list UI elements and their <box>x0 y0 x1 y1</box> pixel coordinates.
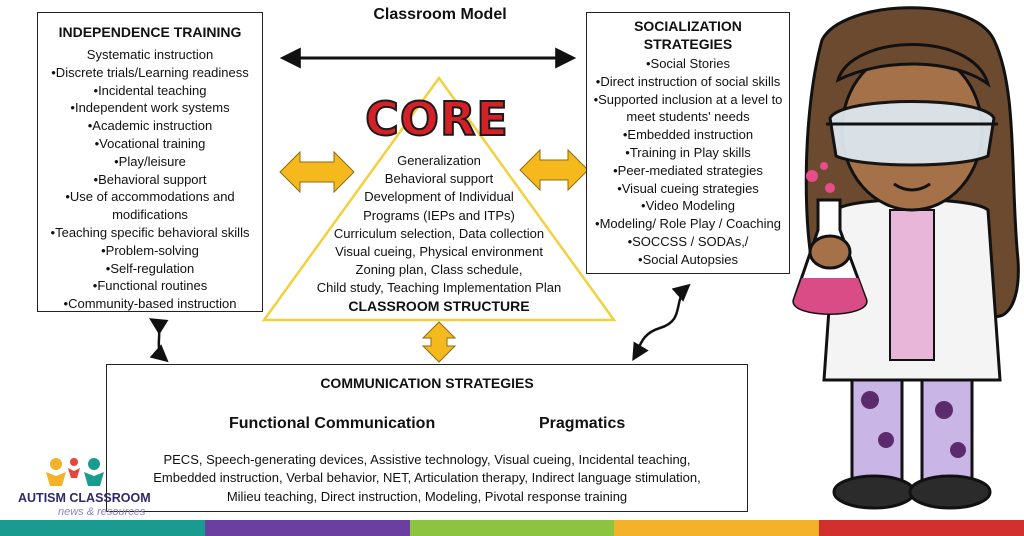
communication-line: PECS, Speech-generating devices, Assisti… <box>163 452 691 467</box>
independence-item: •Vocational training <box>94 135 206 151</box>
independence-item: •Self-regulation <box>105 260 195 276</box>
scientist-girl-with-flask-icon <box>792 6 1020 510</box>
socialization-item: •Embedded instruction <box>622 127 754 143</box>
core-item: Child study, Teaching Implementation Pla… <box>316 280 562 296</box>
independence-training-box: INDEPENDENCE TRAINING Systematic instruc… <box>37 12 263 312</box>
socialization-item: •Video Modeling <box>641 198 735 214</box>
core-triangle <box>261 75 617 322</box>
bottom-color-stripe <box>0 520 1024 536</box>
communication-strategies-box: COMMUNICATION STRATEGIES Functional Comm… <box>106 364 748 512</box>
communication-strategies-text: PECS, Speech-generating devices, Assisti… <box>117 451 737 506</box>
independence-item: •Independent work systems <box>70 100 230 116</box>
communication-strategies-title: COMMUNICATION STRATEGIES <box>320 375 534 391</box>
logo-title: AUTISM CLASSROOM <box>18 491 151 505</box>
stripe-segment <box>409 520 615 536</box>
core-item: Behavioral support <box>384 171 494 187</box>
stripe-segment <box>614 520 820 536</box>
pragmatics-heading: Pragmatics <box>539 415 626 432</box>
independence-item: Systematic instruction <box>86 47 214 62</box>
independence-item: •Incidental teaching <box>93 82 207 98</box>
core-item: Curriculum selection, Data collection <box>333 225 545 241</box>
core-heading: CORE <box>364 91 509 147</box>
socialization-item: •Social Autopsies <box>638 251 738 267</box>
core-item: Generalization <box>397 153 481 168</box>
page-title: Classroom Model <box>373 6 507 23</box>
socialization-strategies-box: SOCIALIZATION STRATEGIES •Social Stories… <box>586 12 790 274</box>
independence-item: •Play/leisure <box>114 153 186 169</box>
independence-item: •Discrete trials/Learning readiness <box>51 64 249 80</box>
socialization-item: •Modeling/ Role Play / Coaching <box>595 216 781 232</box>
independence-item: •Community-based instruction <box>63 296 237 312</box>
socialization-item: •Social Stories <box>645 56 731 71</box>
socialization-item: •Supported inclusion at a level to meet … <box>593 91 783 125</box>
independence-item: •Use of accommodations and modifications <box>65 189 235 223</box>
socialization-item: •SOCCSS / SODAs,/ <box>627 233 749 249</box>
socialization-strategies-list: •Social Stories •Direct instruction of so… <box>587 55 789 269</box>
stripe-segment <box>0 520 205 536</box>
stripe-segment <box>819 520 1024 536</box>
logo-subtitle: news & resources <box>58 506 146 518</box>
socialization-item: •Direct instruction of social skills <box>595 73 781 89</box>
people-logo-icon <box>46 458 104 486</box>
independence-item: •Academic instruction <box>87 118 213 134</box>
core-item: Development of Individual Programs (IEPs… <box>363 189 515 223</box>
communication-line: Milieu teaching, Direct instruction, Mod… <box>226 488 628 504</box>
classroom-structure-label: CLASSROOM STRUCTURE <box>348 298 530 314</box>
socialization-strategies-title: SOCIALIZATION STRATEGIES <box>634 18 742 52</box>
right-curved-arrow <box>632 283 691 362</box>
independence-training-list: Systematic instruction •Discrete trials/L… <box>38 46 262 313</box>
functional-communication-heading: Functional Communication <box>229 415 436 432</box>
independence-training-title: INDEPENDENCE TRAINING <box>58 24 242 40</box>
socialization-item: •Training in Play skills <box>625 144 751 160</box>
left-yellow-arrow <box>279 150 355 194</box>
core-item: Visual cueing, Physical environment <box>335 244 543 260</box>
socialization-item: •Visual cueing strategies <box>617 180 759 196</box>
communication-line: Embedded instruction, Verbal behavior, N… <box>153 470 701 486</box>
independence-item: •Problem-solving <box>101 242 199 258</box>
independence-item: •Functional routines <box>92 278 208 294</box>
stripe-segment <box>204 520 410 536</box>
autism-classroom-logo: AUTISM CLASSROOM news & resources <box>0 456 151 520</box>
socialization-item: •Peer-mediated strategies <box>613 162 763 178</box>
bottom-yellow-arrow <box>421 321 457 363</box>
independence-item: •Teaching specific behavioral skills <box>50 224 250 240</box>
core-item: Zoning plan, Class schedule, <box>355 262 523 278</box>
independence-item: •Behavioral support <box>93 171 207 187</box>
left-curved-arrow <box>149 318 169 363</box>
